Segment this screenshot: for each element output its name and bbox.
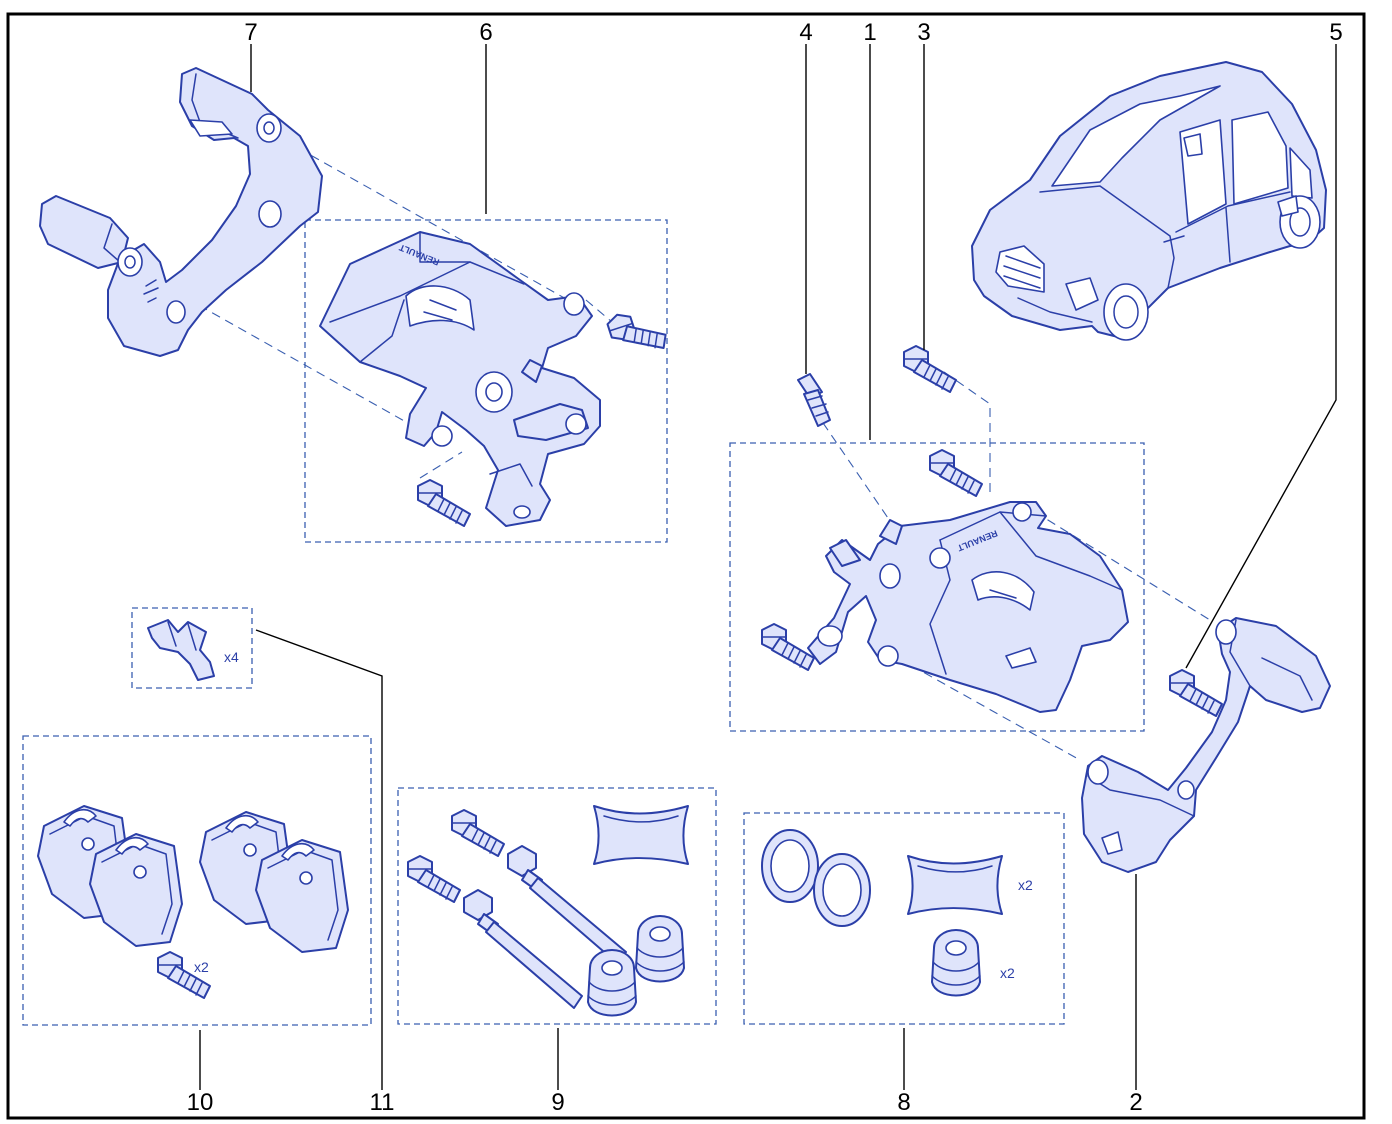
group-box-caliper-1	[729, 442, 1145, 732]
label-part-9: 9	[551, 1089, 564, 1116]
assembly-lines	[185, 147, 1211, 761]
grease-sachet-icon-9	[593, 805, 689, 865]
label-part-11: 11	[370, 1089, 395, 1116]
group-box-clips-11	[131, 607, 253, 689]
bleed-screw-icon	[797, 373, 831, 427]
brake-caliper-icon-1: RENAULT	[807, 501, 1129, 713]
label-part-4: 4	[799, 19, 812, 46]
car-illustration-icon	[971, 61, 1327, 341]
group-box-guide-kit-9	[397, 787, 717, 1025]
label-part-5: 5	[1329, 19, 1342, 46]
label-part-2: 2	[1129, 1089, 1142, 1116]
brake-caliper-icon-6: RENAULT	[319, 231, 601, 527]
group-box-seal-kit-8	[743, 812, 1065, 1025]
label-part-10: 10	[187, 1089, 214, 1116]
leader-lines	[199, 44, 1337, 1090]
spring-clip-icon	[147, 619, 215, 681]
label-part-3: 3	[917, 19, 930, 46]
caliper-bracket-icon	[39, 67, 323, 357]
piston-seal-icon-8b	[813, 853, 871, 927]
dust-boot-icon-8	[931, 929, 981, 997]
piston-seal-icon-8a	[761, 829, 819, 903]
dust-boot-icon-9a	[635, 915, 685, 983]
label-part-7: 7	[244, 19, 257, 46]
label-part-1: 1	[863, 19, 876, 46]
group-box-pads-10	[22, 735, 372, 1026]
label-part-8: 8	[897, 1089, 910, 1116]
grease-sachet-icon-8	[907, 855, 1003, 915]
label-part-6: 6	[479, 19, 492, 46]
group-box-caliper-6	[304, 219, 668, 543]
seal-grease-quantity: x2	[1018, 877, 1033, 893]
clips-quantity: x4	[224, 649, 239, 665]
seal-boots-quantity: x2	[1000, 965, 1015, 981]
dust-boot-icon-9b	[587, 949, 637, 1017]
caliper-bracket-icon-2	[1081, 617, 1331, 873]
pad-bolts-quantity: x2	[194, 959, 209, 975]
